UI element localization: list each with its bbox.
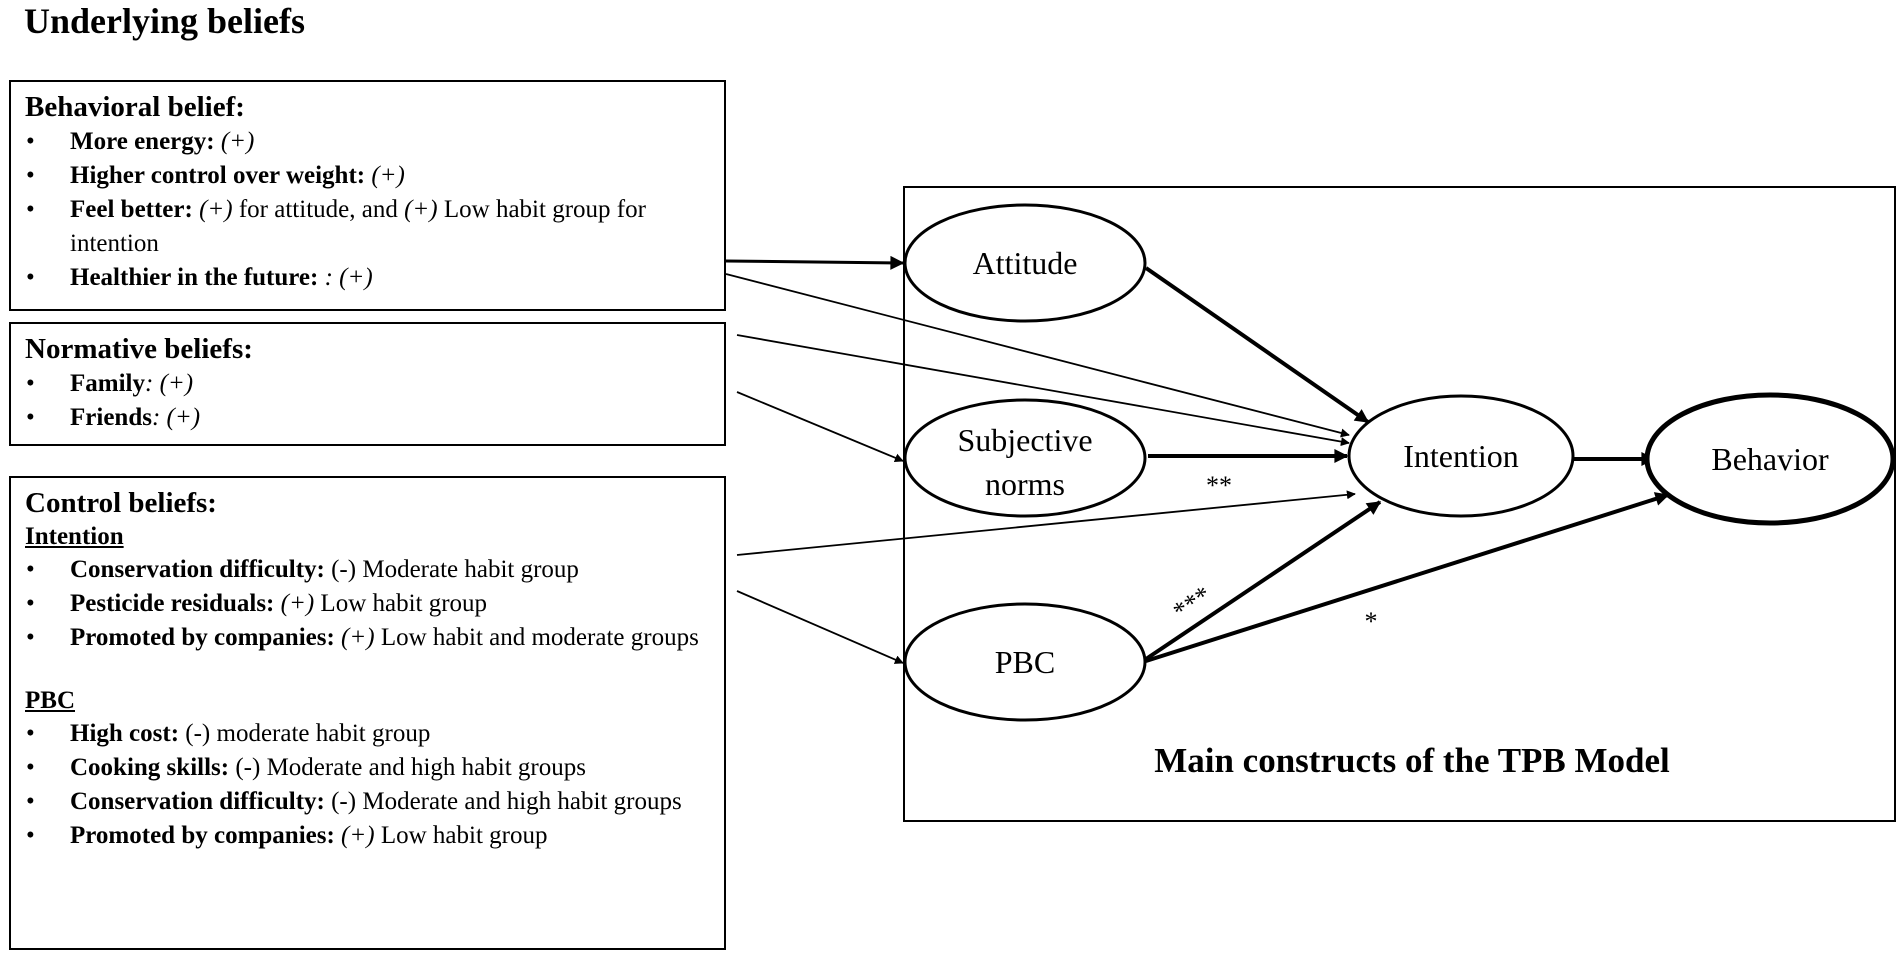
attitude-node: [903, 203, 1147, 323]
pbc-label: PBC: [995, 644, 1055, 680]
belief-label: Conservation difficulty:: [70, 556, 325, 583]
control-pbc-list: High cost: (-) moderate habit group Cook…: [25, 717, 710, 853]
page-title: Underlying beliefs: [24, 1, 306, 41]
belief-effect: : (+): [324, 264, 373, 291]
belief-effect: (+) Low habit group: [280, 590, 488, 617]
normative-beliefs-list: Family: (+) Friends: (+): [25, 367, 710, 435]
list-item: High cost: (-) moderate habit group: [25, 717, 710, 751]
list-item: Higher control over weight: (+): [25, 159, 710, 193]
list-item: Healthier in the future: : (+): [25, 261, 710, 295]
arrow-control-to-intention: [736, 490, 1356, 556]
belief-label: High cost:: [70, 720, 180, 747]
arrow-pbc-to-behavior: [1145, 492, 1670, 663]
significance-pbc-behavior: *: [1365, 607, 1378, 636]
belief-effect: (-) Moderate habit group: [331, 556, 579, 583]
arrow-normative-to-subjective-norms: [736, 391, 904, 463]
belief-label: Promoted by companies:: [70, 822, 335, 849]
belief-effect: (-) Moderate and high habit groups: [331, 788, 682, 815]
list-item: Conservation difficulty: (-) Moderate ha…: [25, 553, 710, 587]
intention-node: [1347, 394, 1575, 518]
list-item: Promoted by companies: (+) Low habit gro…: [25, 819, 710, 853]
belief-effect: : (+): [151, 404, 201, 431]
belief-label: Family: [70, 370, 145, 397]
list-item: More energy: (+): [25, 125, 710, 159]
list-item: Feel better: (+) for attitude, and (+) L…: [25, 193, 710, 261]
control-beliefs-box: Control beliefs: Intention Conservation …: [9, 476, 726, 950]
belief-effect: (+) Low habit and moderate groups: [341, 624, 699, 651]
list-item: Conservation difficulty: (-) Moderate an…: [25, 785, 710, 819]
arrow-attitude-to-intention: [1144, 266, 1370, 424]
significance-norms-intention: **: [1206, 471, 1232, 500]
belief-label: Friends: [70, 404, 152, 431]
intention-label: Intention: [1403, 438, 1519, 474]
intention-subheading: Intention: [25, 523, 124, 550]
list-item: Promoted by companies: (+) Low habit and…: [25, 621, 710, 655]
belief-effect: (+) Low habit group: [341, 822, 548, 849]
belief-effect: (+): [220, 128, 255, 155]
belief-effect: (+): [371, 162, 405, 189]
behavioral-belief-heading: Behavioral belief:: [25, 91, 245, 123]
control-beliefs-heading: Control beliefs:: [25, 487, 217, 519]
arrow-behavioral-to-intention: [725, 273, 1350, 438]
subjective-norms-label-line1: Subjective: [957, 422, 1092, 458]
list-item: Family: (+): [25, 367, 710, 401]
attitude-label: Attitude: [973, 245, 1078, 281]
tpb-model-title: Main constructs of the TPB Model: [1154, 741, 1670, 780]
arrow-control-to-pbc: [736, 590, 904, 664]
pbc-node: [903, 602, 1147, 722]
subjective-norms-node: [903, 398, 1147, 518]
behavior-node: [1644, 392, 1896, 526]
control-intention-list: Conservation difficulty: (-) Moderate ha…: [25, 553, 710, 655]
subjective-norms-label-line2: norms: [985, 466, 1065, 502]
belief-label: Conservation difficulty:: [70, 788, 325, 815]
list-item: Cooking skills: (-) Moderate and high ha…: [25, 751, 710, 785]
arrow-pbc-to-intention: [1144, 500, 1382, 661]
list-item: Friends: (+): [25, 401, 710, 435]
behavioral-belief-box: Behavioral belief: More energy: (+) High…: [9, 80, 726, 311]
normative-beliefs-heading: Normative beliefs:: [25, 333, 253, 365]
pbc-subheading: PBC: [25, 687, 75, 714]
belief-label: Healthier in the future:: [70, 264, 319, 291]
belief-effect: (+) for attitude, and (+) Low habit grou…: [70, 196, 646, 257]
belief-effect: : (+): [145, 370, 194, 397]
belief-label: Cooking skills:: [70, 754, 230, 781]
arrow-normative-to-intention: [736, 334, 1350, 447]
belief-label: Promoted by companies:: [70, 624, 335, 651]
belief-label: Pesticide residuals:: [70, 590, 275, 617]
behavior-label: Behavior: [1711, 441, 1829, 477]
arrow-behavioral-to-attitude: [725, 255, 905, 270]
belief-effect: (-) Moderate and high habit groups: [235, 754, 586, 781]
tpb-model-frame: [903, 186, 1896, 822]
belief-effect: (-) moderate habit group: [185, 720, 431, 747]
behavioral-belief-list: More energy: (+) Higher control over wei…: [25, 125, 710, 295]
list-item: Pesticide residuals: (+) Low habit group: [25, 587, 710, 621]
belief-label: Higher control over weight:: [70, 162, 366, 189]
belief-label: Feel better:: [70, 196, 193, 223]
belief-label: More energy:: [70, 128, 215, 155]
normative-beliefs-box: Normative beliefs: Family: (+) Friends: …: [9, 322, 726, 446]
